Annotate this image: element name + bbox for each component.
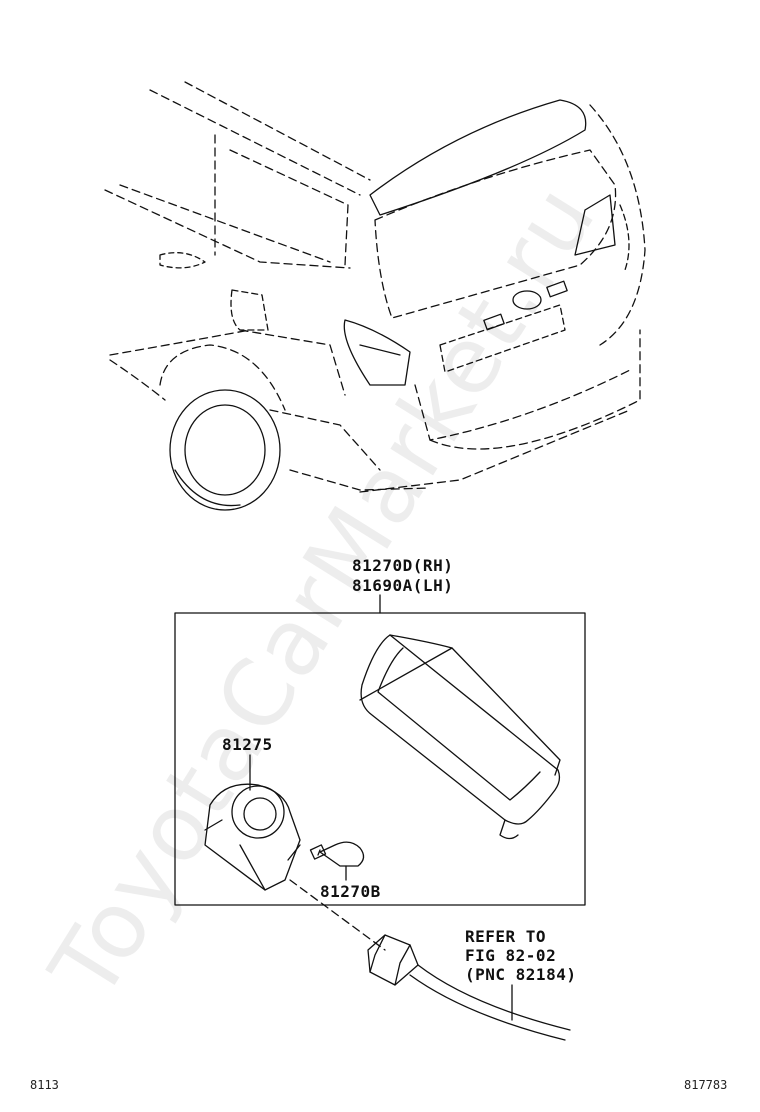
part-label-housing-lh: 81690A(LH) xyxy=(352,576,454,595)
refer-label-line3: (PNC 82184) xyxy=(465,965,577,984)
vehicle-rear-illustration xyxy=(104,81,646,511)
footer-right-code: 817783 xyxy=(684,1078,728,1092)
lamp-housing-illustration xyxy=(359,634,561,840)
bulb-illustration xyxy=(309,841,365,881)
refer-label-line1: REFER TO xyxy=(465,927,547,946)
part-label-bulb: 81270B xyxy=(320,882,381,901)
part-label-socket: 81275 xyxy=(222,735,273,754)
part-label-housing-rh: 81270D(RH) xyxy=(352,556,454,575)
refer-label-line2: FIG 82-02 xyxy=(465,946,557,965)
footer-left-code: 8113 xyxy=(30,1078,59,1092)
connector-illustration xyxy=(367,934,571,1041)
detail-frame xyxy=(174,612,586,906)
socket-illustration xyxy=(204,754,301,891)
